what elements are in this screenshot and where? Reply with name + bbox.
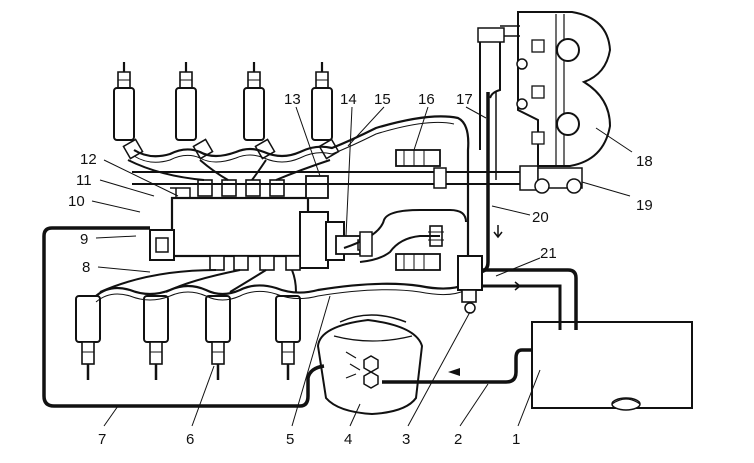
injector-top-3 bbox=[243, 62, 276, 160]
fuel-tank bbox=[531, 321, 693, 411]
injection-pump bbox=[149, 175, 369, 271]
callout-11: 11 bbox=[76, 172, 92, 189]
callout-14: 14 bbox=[340, 91, 357, 108]
callout-13: 13 bbox=[284, 91, 301, 108]
callout-19: 19 bbox=[636, 197, 653, 214]
callout-12: 12 bbox=[80, 151, 97, 168]
callout-5: 5 bbox=[286, 431, 294, 448]
injector-top-2 bbox=[175, 62, 214, 160]
callout-2: 2 bbox=[454, 431, 462, 448]
callout-labels: 1 2 3 4 5 6 7 8 9 10 11 12 13 14 15 16 1… bbox=[68, 91, 653, 448]
callout-15: 15 bbox=[374, 91, 391, 108]
injector-bottom-3 bbox=[205, 295, 231, 380]
callout-3: 3 bbox=[402, 431, 410, 448]
fuel-lines bbox=[42, 40, 578, 408]
callout-9: 9 bbox=[80, 231, 88, 248]
callout-16: 16 bbox=[418, 91, 435, 108]
fuel-filter bbox=[316, 314, 424, 416]
callout-7: 7 bbox=[98, 431, 106, 448]
callout-18: 18 bbox=[636, 153, 653, 170]
overflow-valve bbox=[457, 255, 483, 314]
injector-top-4 bbox=[311, 62, 340, 160]
injectors-bottom bbox=[75, 269, 467, 380]
callout-17: 17 bbox=[456, 91, 473, 108]
injectors-top bbox=[113, 62, 470, 260]
injector-bottom-4 bbox=[275, 295, 301, 380]
leader-lines bbox=[91, 106, 633, 427]
callout-4: 4 bbox=[344, 431, 352, 448]
injector-top-1 bbox=[113, 62, 144, 160]
callout-6: 6 bbox=[186, 431, 194, 448]
injector-bottom-1 bbox=[75, 295, 101, 380]
callout-20: 20 bbox=[532, 209, 549, 226]
return-rail bbox=[132, 165, 583, 194]
injector-bottom-2 bbox=[143, 295, 169, 380]
engine-head bbox=[477, 11, 612, 167]
callout-21: 21 bbox=[540, 245, 557, 262]
callout-10: 10 bbox=[68, 193, 85, 210]
callout-8: 8 bbox=[82, 259, 90, 276]
callout-1: 1 bbox=[512, 431, 520, 448]
valves bbox=[343, 149, 467, 271]
